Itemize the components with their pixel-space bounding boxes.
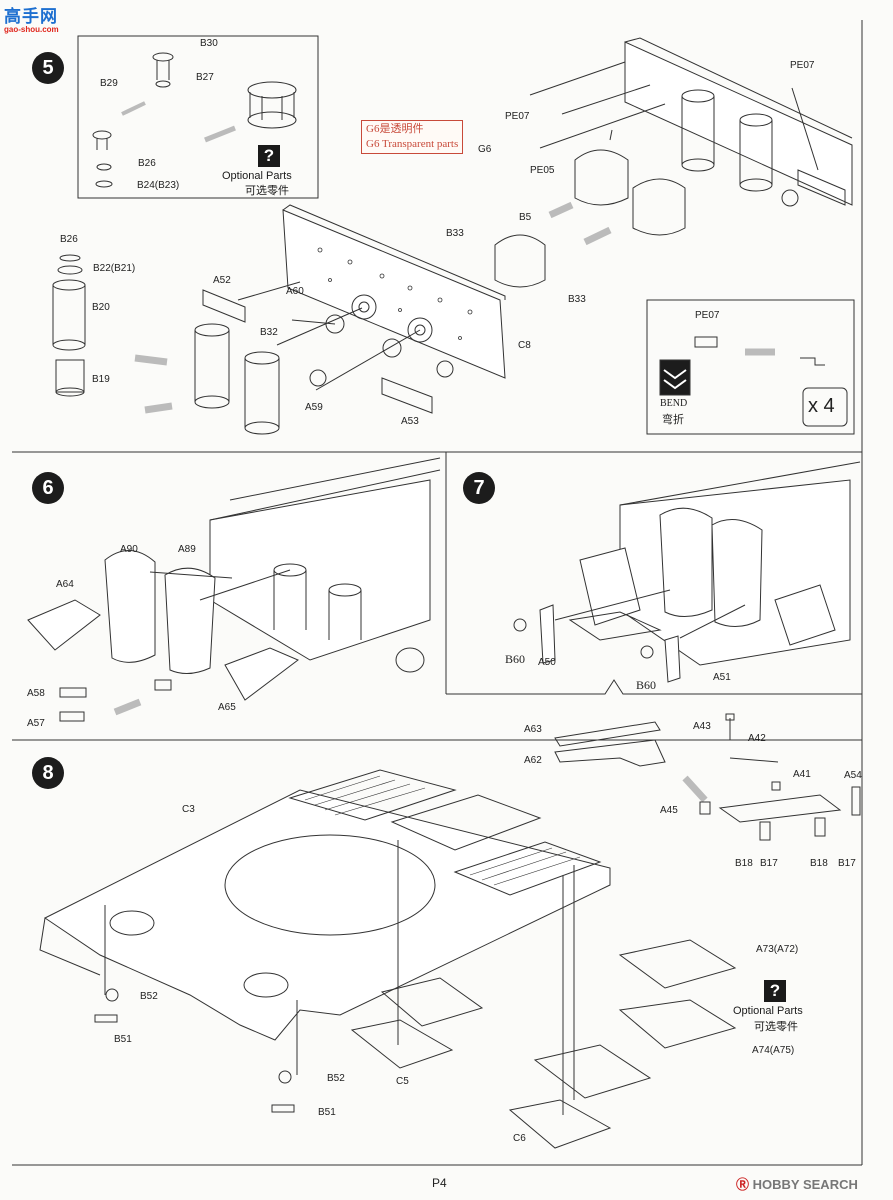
transparent-note-zh: G6是透明件 bbox=[366, 123, 424, 135]
part-label: A57 bbox=[27, 718, 45, 729]
part-label: A60 bbox=[286, 286, 304, 297]
page-number: P4 bbox=[432, 1176, 447, 1190]
part-label: A43 bbox=[693, 721, 711, 732]
step-7-badge: 7 bbox=[463, 472, 495, 504]
optional-parts-zh: 可选零件 bbox=[245, 185, 289, 197]
part-label: B26 bbox=[138, 158, 156, 169]
alt-part-label: A73(A72) bbox=[756, 944, 799, 955]
part-label: B19 bbox=[92, 374, 110, 385]
repeat-count: x 4 bbox=[808, 395, 835, 417]
part-label: A62 bbox=[524, 755, 542, 766]
transparent-note-en: G6 Transparent parts bbox=[366, 138, 459, 150]
part-label: B51 bbox=[318, 1107, 336, 1118]
question-mark-icon: ? bbox=[764, 980, 786, 1002]
part-label: A42 bbox=[748, 733, 766, 744]
part-label: B17 bbox=[838, 858, 856, 869]
part-label: B29 bbox=[100, 78, 118, 89]
part-label: A64 bbox=[56, 579, 74, 590]
part-label: B32 bbox=[260, 327, 278, 338]
part-label: B24(B23) bbox=[137, 180, 180, 191]
part-label: C8 bbox=[518, 340, 531, 351]
part-label: A51 bbox=[713, 672, 731, 683]
part-label: A59 bbox=[305, 402, 323, 413]
part-label: A41 bbox=[793, 769, 811, 780]
part-label: PE07 bbox=[790, 60, 815, 71]
part-label: A65 bbox=[218, 702, 236, 713]
part-label: A89 bbox=[178, 544, 196, 555]
step-8-badge: 8 bbox=[32, 757, 64, 789]
part-label: C5 bbox=[396, 1076, 409, 1087]
part-label: B52 bbox=[140, 991, 158, 1002]
site-logo-text: 高手网 bbox=[4, 7, 58, 26]
part-label: A63 bbox=[524, 724, 542, 735]
part-label: C6 bbox=[513, 1133, 526, 1144]
optional-parts-zh: 可选零件 bbox=[754, 1021, 798, 1033]
part-label: PE07 bbox=[505, 111, 530, 122]
question-mark-icon: ? bbox=[258, 145, 280, 167]
part-label: PE05 bbox=[530, 165, 555, 176]
step-5-badge: 5 bbox=[32, 52, 64, 84]
bend-label-zh: 弯折 bbox=[662, 414, 684, 426]
part-label: G6 bbox=[478, 144, 492, 155]
part-label: B52 bbox=[327, 1073, 345, 1084]
step-6-badge: 6 bbox=[32, 472, 64, 504]
part-label: A90 bbox=[120, 544, 138, 555]
watermark: Ⓡ HOBBY SEARCH bbox=[736, 1174, 858, 1193]
part-label: B20 bbox=[92, 302, 110, 313]
part-label: B51 bbox=[114, 1034, 132, 1045]
part-label: A52 bbox=[213, 275, 231, 286]
part-label: B33 bbox=[446, 228, 464, 239]
part-label: B18 bbox=[810, 858, 828, 869]
part-label: B30 bbox=[200, 38, 218, 49]
part-label: B22(B21) bbox=[93, 263, 136, 274]
site-logo-url: gao-shou.com bbox=[4, 25, 59, 34]
part-label: A54 bbox=[844, 770, 862, 781]
part-label: A58 bbox=[27, 688, 45, 699]
part-label: A50 bbox=[538, 657, 556, 668]
bend-label-en: BEND bbox=[660, 398, 688, 409]
part-label: B60 bbox=[636, 678, 657, 692]
part-label: B60 bbox=[505, 652, 526, 666]
bend-part-label: PE07 bbox=[695, 310, 720, 321]
part-label: A45 bbox=[660, 805, 678, 816]
watermark-text: HOBBY SEARCH bbox=[752, 1177, 858, 1192]
part-label: B33 bbox=[568, 294, 586, 305]
transparent-parts-note: G6是透明件 G6 Transparent parts bbox=[361, 120, 464, 154]
part-label: B18 bbox=[735, 858, 753, 869]
part-label: B17 bbox=[760, 858, 778, 869]
part-label: B27 bbox=[196, 72, 214, 83]
part-label: A53 bbox=[401, 416, 419, 427]
part-label: B5 bbox=[519, 212, 532, 223]
alt-part-label: A74(A75) bbox=[752, 1045, 795, 1056]
optional-parts-en: Optional Parts bbox=[733, 1005, 803, 1017]
part-label: B26 bbox=[60, 234, 78, 245]
watermark-logo-icon: Ⓡ bbox=[736, 1177, 750, 1192]
optional-parts-en: Optional Parts bbox=[222, 170, 292, 182]
part-label: C3 bbox=[182, 804, 195, 815]
site-logo: 高手网 gao-shou.com bbox=[4, 2, 59, 34]
